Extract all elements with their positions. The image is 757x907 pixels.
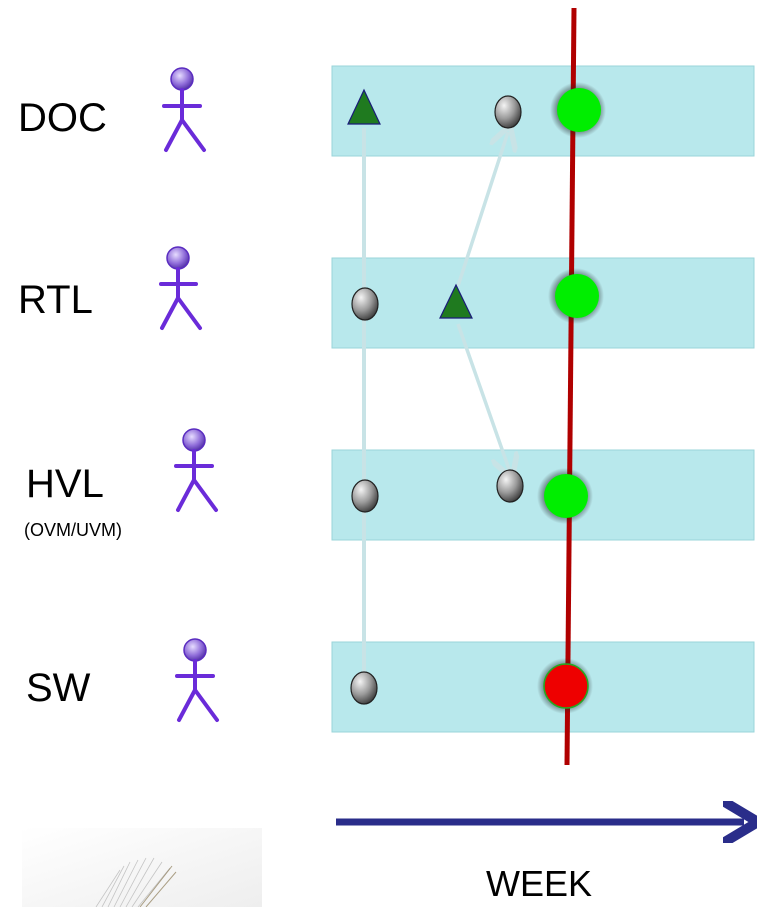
status-ok-dot-rtl	[555, 274, 599, 318]
person-icon-sw	[175, 638, 219, 722]
team-label-sw: SW	[26, 666, 91, 710]
axis-label-week: WEEK	[486, 863, 593, 904]
person-icon-doc	[162, 67, 206, 152]
status-ok-dot-hvl	[544, 474, 588, 518]
team-label-hvl: HVL	[26, 462, 104, 506]
status-ok-dot-doc	[557, 88, 601, 132]
pending-dot-rtl	[351, 287, 379, 321]
person-icon-hvl	[174, 428, 218, 512]
pending-dot-doc	[494, 95, 522, 129]
pending-dot-hvl-1	[351, 479, 379, 513]
team-label-rtl: RTL	[18, 278, 93, 322]
dependency-arrow-rtl-to-doc	[456, 132, 508, 287]
team-label-doc: DOC	[18, 96, 107, 140]
dependency-arrow-rtl-to-hvl	[456, 323, 510, 472]
pending-dot-hvl-2	[496, 469, 524, 503]
pending-dot-sw	[350, 671, 378, 705]
feather-image	[22, 828, 262, 907]
team-sublabel-hvl: (OVM/UVM)	[24, 520, 122, 540]
person-icon-rtl	[159, 246, 202, 330]
status-blocked-dot-sw	[543, 663, 589, 709]
milestone-triangle-rtl	[439, 283, 473, 319]
lane-doc	[331, 65, 755, 157]
lane-rtl	[331, 257, 755, 349]
milestone-triangle-doc	[347, 88, 381, 125]
